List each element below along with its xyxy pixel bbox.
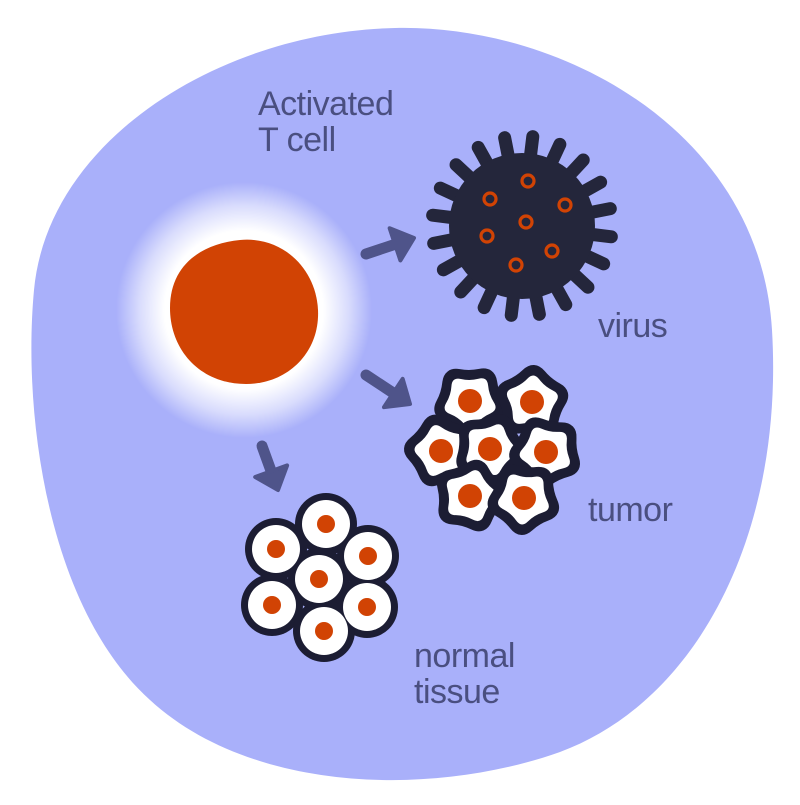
t-cell-label-line-2: T cell <box>258 121 336 159</box>
tumor-label: tumor <box>588 491 673 529</box>
tumor-cell-nucleus <box>520 390 544 414</box>
arrow-icon-shaft <box>360 369 399 399</box>
t-cell-label-line-1: Activated <box>258 85 394 123</box>
normal-cell-nucleus <box>310 570 328 588</box>
tumor-cell-nucleus <box>512 486 536 510</box>
tumor-cell-nucleus <box>534 440 558 464</box>
t-cell <box>116 182 372 438</box>
arrow-icon <box>360 369 412 410</box>
virus-spot <box>482 191 498 207</box>
tumor-cell-nucleus <box>458 484 482 508</box>
arrow-icon-head <box>381 376 412 410</box>
virus-spot <box>518 214 534 230</box>
normal-cell-nucleus <box>317 515 335 533</box>
arrow-icon-head <box>253 463 290 492</box>
tumor-cell-icon <box>487 464 560 535</box>
tumor-cell-nucleus <box>429 439 453 463</box>
virus-spot <box>479 228 495 244</box>
tumor-cell-nucleus <box>478 437 502 461</box>
normal-cell-icon <box>252 525 300 573</box>
arrow-icon <box>253 440 290 492</box>
virus-label: virus <box>598 307 668 345</box>
normal-cell-nucleus <box>263 596 281 614</box>
tumor <box>404 365 581 535</box>
virus-spot <box>508 257 524 273</box>
virus <box>426 130 618 322</box>
normal-tissue <box>241 493 399 662</box>
normal-tissue-label: normal tissue <box>414 638 515 710</box>
virus-spot <box>557 197 573 213</box>
tumor-label-text: tumor <box>588 491 673 529</box>
normal-cell-nucleus <box>359 547 377 565</box>
normal-cell-nucleus <box>315 622 333 640</box>
virus-spot <box>520 173 536 189</box>
arrow-icon-head <box>387 226 416 263</box>
tumor-cell-nucleus <box>458 389 482 413</box>
arrow-icon-shaft <box>360 238 401 260</box>
normal-cell-nucleus <box>267 540 285 558</box>
t-cell-label: Activated T cell <box>258 85 394 159</box>
virus-spot <box>544 243 560 259</box>
normal-cell-icon <box>300 607 348 655</box>
virus-label-text: virus <box>598 307 668 345</box>
arrows <box>253 226 416 492</box>
normal-tissue-label-line-2: tissue <box>414 673 500 711</box>
normal-cell-icon <box>302 500 350 548</box>
activated-t-cell-icon <box>170 239 319 384</box>
normal-cell-icon <box>295 555 343 603</box>
normal-cell-icon <box>344 532 392 580</box>
arrow-icon-shaft <box>256 440 277 477</box>
normal-cell-icon <box>248 581 296 629</box>
normal-cell-icon <box>343 583 391 631</box>
normal-cell-nucleus <box>358 598 376 616</box>
tumor-cell-icon <box>436 459 507 532</box>
normal-tissue-label-line-1: normal <box>414 637 515 675</box>
tumor-cell-icon <box>434 368 506 439</box>
arrow-icon <box>360 226 416 263</box>
